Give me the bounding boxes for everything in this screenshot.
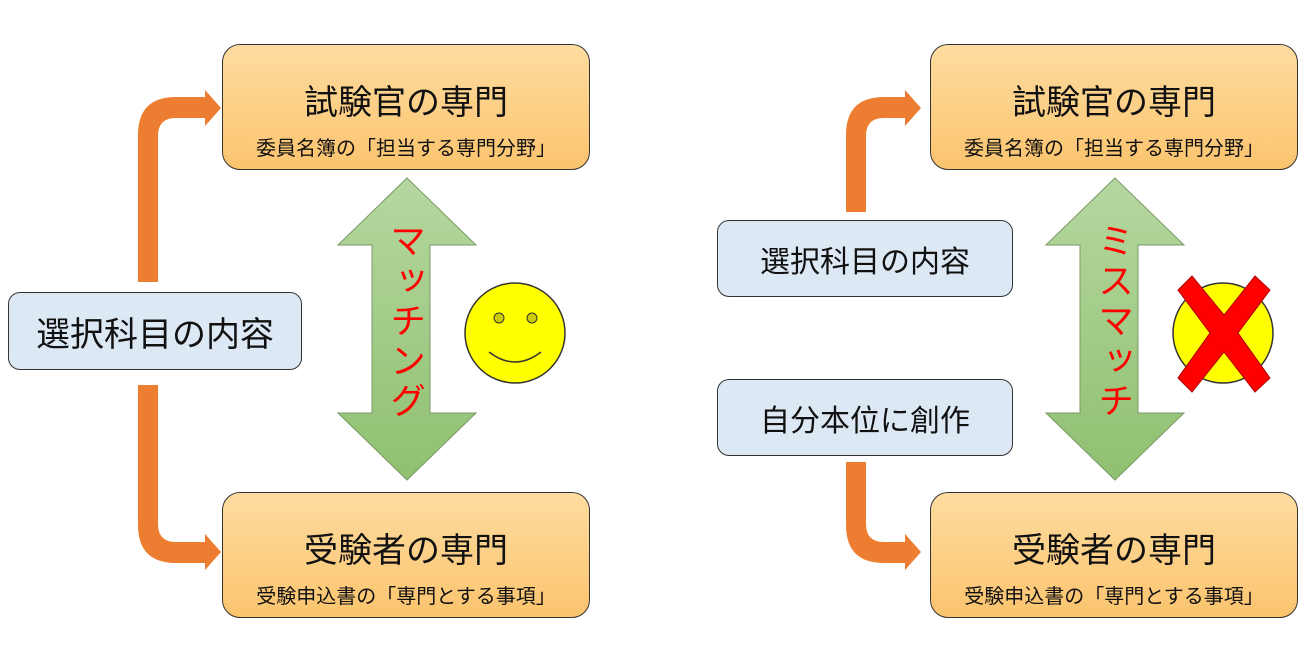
red-x-icon — [1172, 275, 1274, 393]
smiley-face-icon — [464, 282, 566, 384]
examiner-title: 試験官の専門 — [1012, 83, 1216, 123]
candidate-title: 受験者の専門 — [1012, 531, 1216, 571]
green-double-arrow-left — [336, 177, 478, 481]
candidate-title: 受験者の専門 — [304, 531, 508, 571]
mismatch-label: ミスマッチ — [1092, 222, 1133, 422]
self-created-box: 自分本位に創作 — [717, 379, 1013, 456]
orange-arrow-up-left — [138, 90, 221, 282]
green-double-arrow-right — [1044, 177, 1186, 481]
subject-content-box-right: 選択科目の内容 — [717, 220, 1013, 297]
candidate-specialty-box-left: 受験者の専門 受験申込書の「専門とする事項」 — [222, 492, 590, 618]
candidate-subtitle: 受験申込書の「専門とする事項」 — [256, 584, 556, 608]
examiner-title: 試験官の専門 — [304, 83, 508, 123]
matching-label: マッチング — [384, 222, 425, 422]
orange-arrow-up-right — [846, 90, 921, 212]
subject-content-box-left: 選択科目の内容 — [8, 292, 302, 370]
orange-arrow-down-right — [846, 462, 921, 570]
examiner-specialty-box-left: 試験官の専門 委員名簿の「担当する専門分野」 — [222, 44, 590, 170]
orange-arrow-down-left — [138, 385, 221, 570]
candidate-specialty-box-right: 受験者の専門 受験申込書の「専門とする事項」 — [930, 492, 1298, 618]
examiner-subtitle: 委員名簿の「担当する専門分野」 — [256, 136, 556, 160]
examiner-specialty-box-right: 試験官の専門 委員名簿の「担当する専門分野」 — [930, 44, 1298, 170]
candidate-subtitle: 受験申込書の「専門とする事項」 — [964, 584, 1264, 608]
examiner-subtitle: 委員名簿の「担当する専門分野」 — [964, 136, 1264, 160]
